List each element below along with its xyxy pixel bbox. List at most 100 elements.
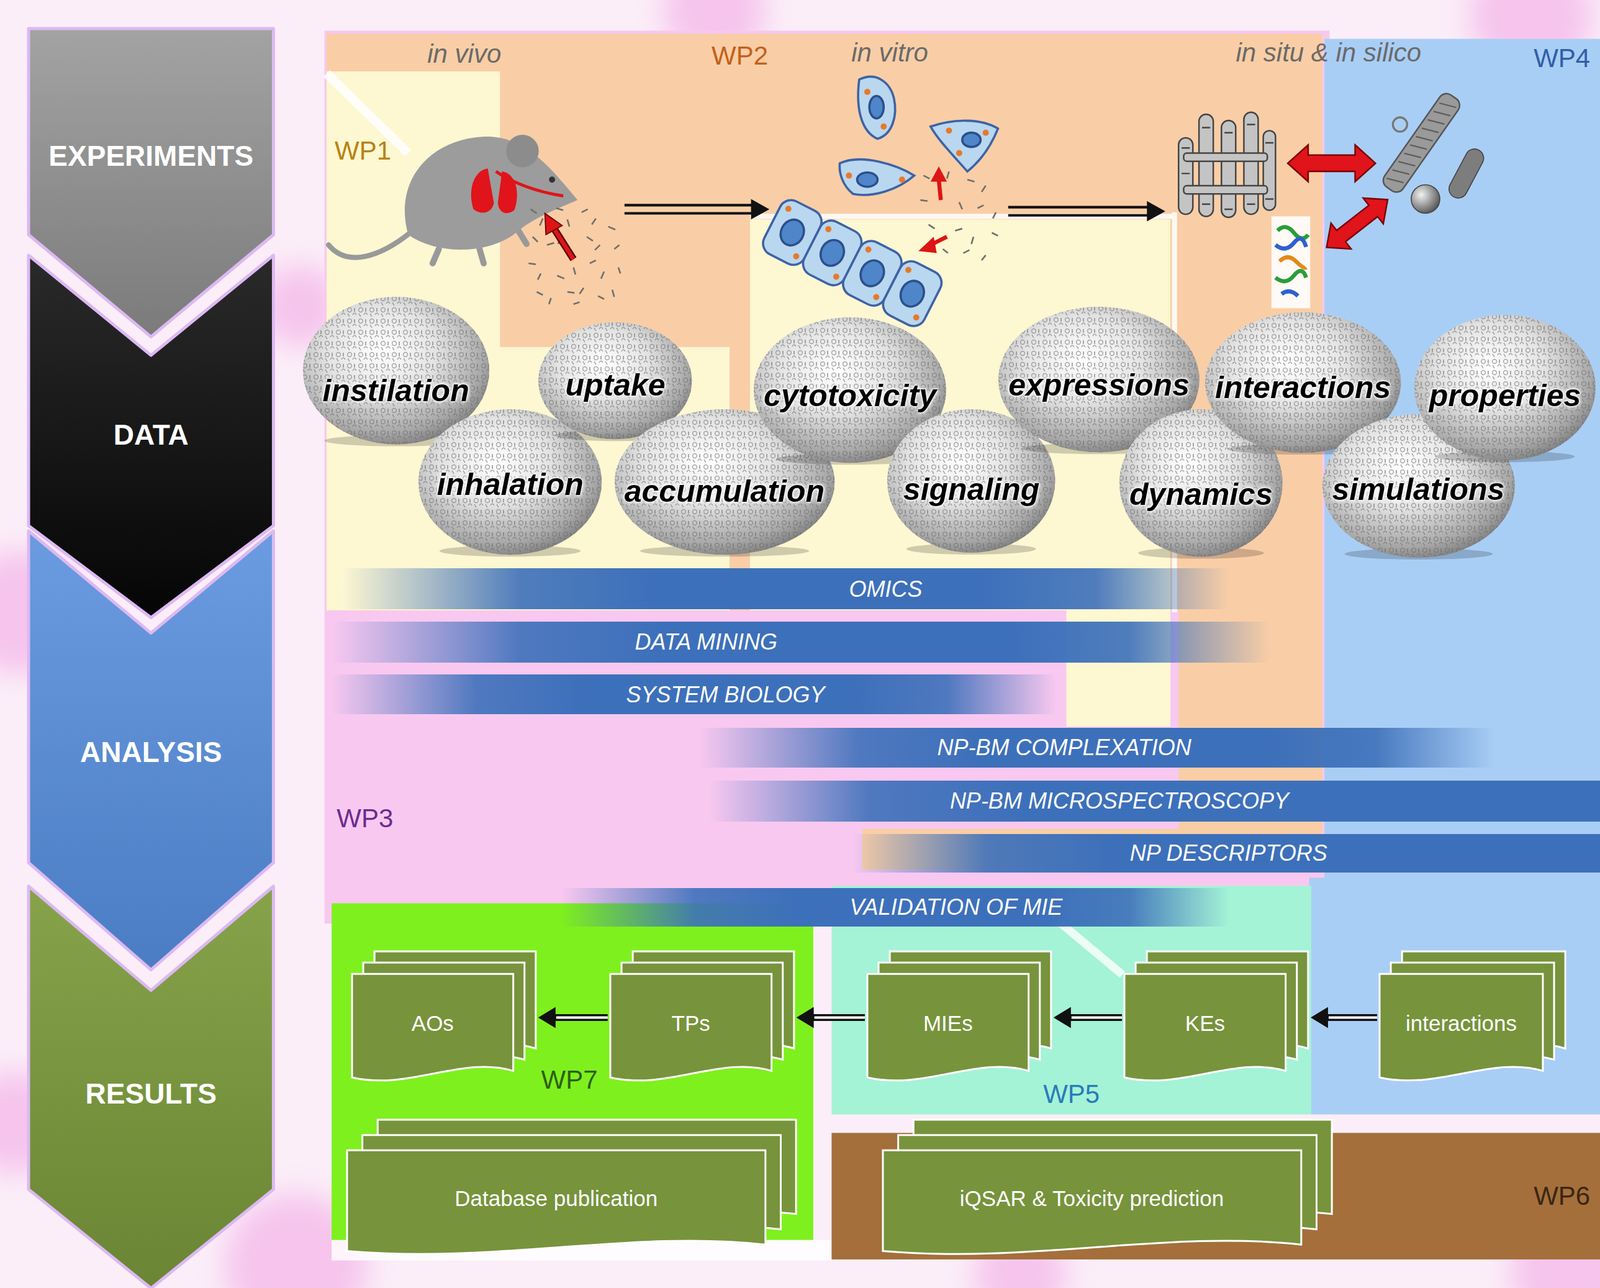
document-label: MIEs bbox=[923, 1010, 973, 1036]
flow-arrow bbox=[1146, 201, 1166, 222]
interaction-arrow bbox=[1287, 144, 1376, 182]
uptake-arrow bbox=[553, 228, 574, 259]
biomolecule-lattice bbox=[1198, 114, 1214, 217]
uptake-arrow bbox=[918, 236, 937, 253]
nanoparticle-shapes bbox=[1392, 117, 1407, 132]
arrow-head bbox=[1053, 1007, 1072, 1029]
biomolecule-lattice bbox=[1243, 112, 1258, 215]
section-caption: in vivo bbox=[427, 39, 502, 69]
analysis-band: OMICS bbox=[342, 568, 1230, 610]
analysis-band: NP DESCRIPTORS bbox=[851, 833, 1600, 873]
document-label: iQSAR & Toxicity prediction bbox=[959, 1185, 1224, 1211]
work-package-label: WP5 bbox=[1043, 1079, 1100, 1109]
band-label: NP-BM MICROSPECTROSCOPY bbox=[949, 787, 1289, 814]
arrow-head bbox=[538, 1007, 556, 1029]
arrow-shaft-gap bbox=[1071, 1016, 1122, 1019]
mouse-illustration bbox=[548, 176, 556, 183]
section-caption: in vitro bbox=[851, 37, 929, 68]
nanoparticle-shapes bbox=[1386, 98, 1456, 188]
work-package-label: WP4 bbox=[1533, 43, 1591, 74]
document-label: TPs bbox=[671, 1010, 711, 1036]
chevron-shape bbox=[28, 530, 274, 970]
result-document: TPs bbox=[610, 951, 795, 1085]
interaction-arrow bbox=[1316, 186, 1398, 261]
work-package-label: WP7 bbox=[541, 1064, 598, 1095]
uptake-arrow bbox=[930, 166, 947, 182]
result-document: MIEs bbox=[867, 951, 1052, 1085]
label-anchor: WP3 bbox=[336, 803, 394, 834]
mouse-illustration bbox=[328, 232, 410, 258]
sphere-label: instilation bbox=[322, 373, 470, 410]
cell-illustration bbox=[896, 276, 929, 311]
document-shape bbox=[347, 1149, 766, 1254]
flow-arrow bbox=[624, 204, 754, 213]
interaction-arrow bbox=[1287, 144, 1376, 182]
sphere-label: dynamics bbox=[1129, 476, 1273, 513]
cell-illustration bbox=[816, 235, 849, 270]
cell-illustration bbox=[766, 204, 939, 322]
band-label: VALIDATION OF MIE bbox=[849, 894, 1063, 920]
biomolecule-lattice bbox=[1183, 153, 1268, 162]
sphere-label: signaling bbox=[903, 471, 1040, 508]
cell-illustration bbox=[864, 245, 873, 254]
label-anchor: WP6 bbox=[1533, 1180, 1591, 1211]
cell-illustration bbox=[856, 256, 889, 290]
arrow-shaft bbox=[554, 1013, 608, 1021]
sphere-shape bbox=[418, 409, 602, 555]
analysis-band: NP-BM MICROSPECTROSCOPY bbox=[709, 780, 1600, 822]
uptake-arrow bbox=[918, 166, 947, 254]
analysis-band: DATA MINING bbox=[331, 621, 1271, 663]
cell-illustration bbox=[776, 215, 809, 249]
arrow-head bbox=[796, 1007, 814, 1029]
cell-illustration bbox=[845, 88, 989, 183]
result-document: interactions bbox=[1379, 951, 1566, 1085]
band-label: NP-BM COMPLEXATION bbox=[936, 734, 1191, 760]
section-caption: in situ & in silico bbox=[1235, 37, 1422, 68]
protein-ribbon bbox=[1271, 216, 1311, 308]
mouse-illustration bbox=[496, 171, 564, 196]
cell-illustration bbox=[831, 272, 841, 281]
sphere-shape bbox=[1414, 314, 1596, 461]
arrow-head bbox=[1310, 1007, 1329, 1029]
document-shape bbox=[882, 1149, 1302, 1254]
cell-illustration bbox=[912, 313, 921, 322]
stage-chevron: ANALYSIS bbox=[28, 530, 274, 970]
flow-arrow bbox=[751, 198, 770, 220]
label-anchor: in vitro bbox=[851, 37, 929, 68]
mouse-illustration bbox=[328, 134, 578, 264]
uptake-arrow bbox=[545, 212, 563, 235]
cell-illustration bbox=[982, 129, 990, 136]
nanoparticle-shapes bbox=[1411, 184, 1440, 213]
nanoparticle-shapes bbox=[1380, 90, 1463, 196]
document-shape bbox=[867, 973, 1029, 1081]
cell-illustration bbox=[784, 204, 793, 213]
band-label: SYSTEM BIOLOGY bbox=[625, 681, 825, 708]
label-anchor: WP4 bbox=[1533, 43, 1591, 74]
wp6-region bbox=[831, 1132, 1600, 1260]
arrow-shaft bbox=[1326, 1013, 1378, 1021]
arrow-shaft-gap bbox=[814, 1016, 865, 1019]
sphere-label: cytotoxicity bbox=[763, 378, 937, 415]
protein-ribbon bbox=[1279, 257, 1307, 268]
sphere-label: accumulation bbox=[624, 473, 825, 510]
nanoparticle-shapes bbox=[1446, 145, 1488, 202]
biomolecule-lattice bbox=[1181, 124, 1274, 209]
sphere-label: uptake bbox=[564, 367, 665, 404]
flow-arrow bbox=[624, 198, 1166, 222]
cell-illustration bbox=[758, 76, 998, 331]
cell-illustration bbox=[956, 150, 963, 157]
interaction-arrow bbox=[1316, 186, 1398, 261]
analysis-band: NP-BM COMPLEXATION bbox=[699, 727, 1496, 768]
result-document: iQSAR & Toxicity prediction bbox=[882, 1119, 1332, 1258]
band-label: NP DESCRIPTORS bbox=[1129, 840, 1328, 866]
cell-illustration bbox=[858, 76, 896, 140]
document-shape bbox=[1124, 973, 1286, 1081]
document-shape bbox=[1379, 973, 1543, 1081]
nanoparticle-cloud bbox=[528, 207, 621, 304]
protein-ribbon bbox=[1275, 270, 1306, 282]
region-edge bbox=[1061, 923, 1123, 975]
